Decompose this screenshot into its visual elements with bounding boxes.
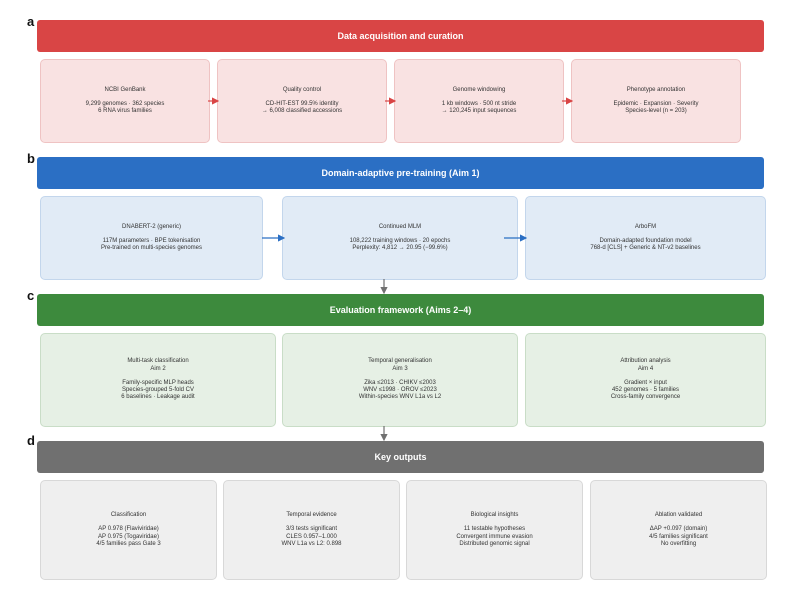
card-line: → 120,245 input sequences xyxy=(441,108,517,115)
card-title: Temporal generalisation xyxy=(368,358,432,365)
card-line: 6 RNA virus families xyxy=(98,108,152,115)
card-line: 3/3 tests significant xyxy=(285,526,338,533)
card-line: Species-grouped 5-fold CV xyxy=(121,387,195,394)
card-title: NCBI GenBank xyxy=(104,86,146,93)
card-line: Epidemic · Expansion · Severity xyxy=(613,100,699,107)
card-line: Domain-adapted foundation model xyxy=(599,237,692,244)
card-phenotype-annotation: Phenotype annotation Epidemic · Expansio… xyxy=(571,59,741,143)
card-line: WNV ≤1998 · OROV ≤2023 xyxy=(363,387,437,394)
card-line: 768-d [CLS] + Generic & NT-v2 baselines xyxy=(590,245,701,252)
card-line: Cross-family convergence xyxy=(610,394,681,401)
card-line: ΔAP +0.097 (domain) xyxy=(649,526,708,533)
card-title: Attribution analysis xyxy=(620,358,671,365)
card-line: 108,222 training windows · 20 epochs xyxy=(349,237,451,244)
card-line: Gradient × input xyxy=(624,379,667,386)
card-line: 9,299 genomes · 362 species xyxy=(85,100,165,107)
card-line: 4/5 families pass Gate 3 xyxy=(96,540,161,547)
card-title: Biological insights xyxy=(470,512,519,519)
card-title: DNABERT-2 (generic) xyxy=(122,223,181,230)
card-attribution-analysis: Attribution analysis Aim 4 Gradient × in… xyxy=(525,333,766,427)
panel-letter-d: d xyxy=(27,433,35,448)
panel-letter-a: a xyxy=(27,14,35,29)
card-title: Genome windowing xyxy=(452,86,506,93)
card-biological-insights: Biological insights 11 testable hypothes… xyxy=(406,480,583,580)
card-genome-windowing: Genome windowing 1 kb windows · 500 nt s… xyxy=(394,59,564,143)
card-line: Family-specific MLP heads xyxy=(122,379,194,386)
card-multitask-classification: Multi-task classification Aim 2 Family-s… xyxy=(40,333,276,427)
card-line: Distributed genomic signal xyxy=(459,540,530,547)
card-line: 452 genomes · 5 families xyxy=(611,387,680,394)
panel-letter-c: c xyxy=(27,288,35,303)
card-line: 11 testable hypotheses xyxy=(463,526,526,533)
card-line: Species-level (n = 203) xyxy=(625,108,687,115)
card-title: Ablation validated xyxy=(654,512,703,519)
card-line: → 6,008 classified accessions xyxy=(261,108,343,115)
card-line: 4/5 families significant xyxy=(649,533,708,540)
card-line: Pre-trained on multi-species genomes xyxy=(100,245,203,252)
card-line: 117M parameters · BPE tokenisation xyxy=(102,237,201,244)
card-line: Aim 4 xyxy=(637,365,654,372)
card-line: No overfitting xyxy=(660,540,697,547)
card-line: Perplexity: 4,812 → 20.95 (−99.6%) xyxy=(352,245,448,252)
card-quality-control: Quality control CD-HIT-EST 99.5% identit… xyxy=(217,59,387,143)
card-title: Temporal evidence xyxy=(286,512,337,519)
card-title: Classification xyxy=(110,512,147,519)
card-line: WNV L1a vs L2: 0.898 xyxy=(281,540,342,547)
card-dnabert2: DNABERT-2 (generic) 117M parameters · BP… xyxy=(40,196,263,280)
card-title: ArboFM xyxy=(634,223,657,230)
card-line: Zika ≤2013 · CHIKV ≤2003 xyxy=(364,379,436,386)
banner-data-acquisition: Data acquisition and curation xyxy=(37,20,764,52)
card-line: Aim 3 xyxy=(392,365,408,372)
card-line: CD-HIT-EST 99.5% identity xyxy=(265,100,339,107)
card-title: Continued MLM xyxy=(378,223,422,230)
card-line: AP 0.975 (Togaviridae) xyxy=(98,533,159,540)
banner-key-outputs: Key outputs xyxy=(37,441,764,473)
card-line: 1 kb windows · 500 nt stride xyxy=(441,100,517,107)
card-classification-output: Classification AP 0.978 (Flaviviridae) A… xyxy=(40,480,217,580)
card-arbofm: ArboFM Domain-adapted foundation model 7… xyxy=(525,196,766,280)
card-line: Aim 2 xyxy=(150,365,166,372)
card-title: Multi-task classification xyxy=(127,358,189,365)
banner-pretraining: Domain-adaptive pre-training (Aim 1) xyxy=(37,157,764,189)
card-temporal-evidence: Temporal evidence 3/3 tests significant … xyxy=(223,480,400,580)
card-title: Phenotype annotation xyxy=(626,86,686,93)
card-line: Within-species WNV L1a vs L2 xyxy=(358,394,442,401)
card-temporal-generalisation: Temporal generalisation Aim 3 Zika ≤2013… xyxy=(282,333,518,427)
card-line: AP 0.978 (Flaviviridae) xyxy=(98,526,159,533)
card-line: Convergent immune evasion xyxy=(456,533,533,540)
card-title: Quality control xyxy=(282,86,322,93)
card-line: CLES 0.957–1.000 xyxy=(286,533,337,540)
card-line: 6 baselines · Leakage audit xyxy=(121,394,195,401)
card-ablation-validated: Ablation validated ΔAP +0.097 (domain) 4… xyxy=(590,480,767,580)
panel-letter-b: b xyxy=(27,151,35,166)
banner-evaluation-framework: Evaluation framework (Aims 2–4) xyxy=(37,294,764,326)
